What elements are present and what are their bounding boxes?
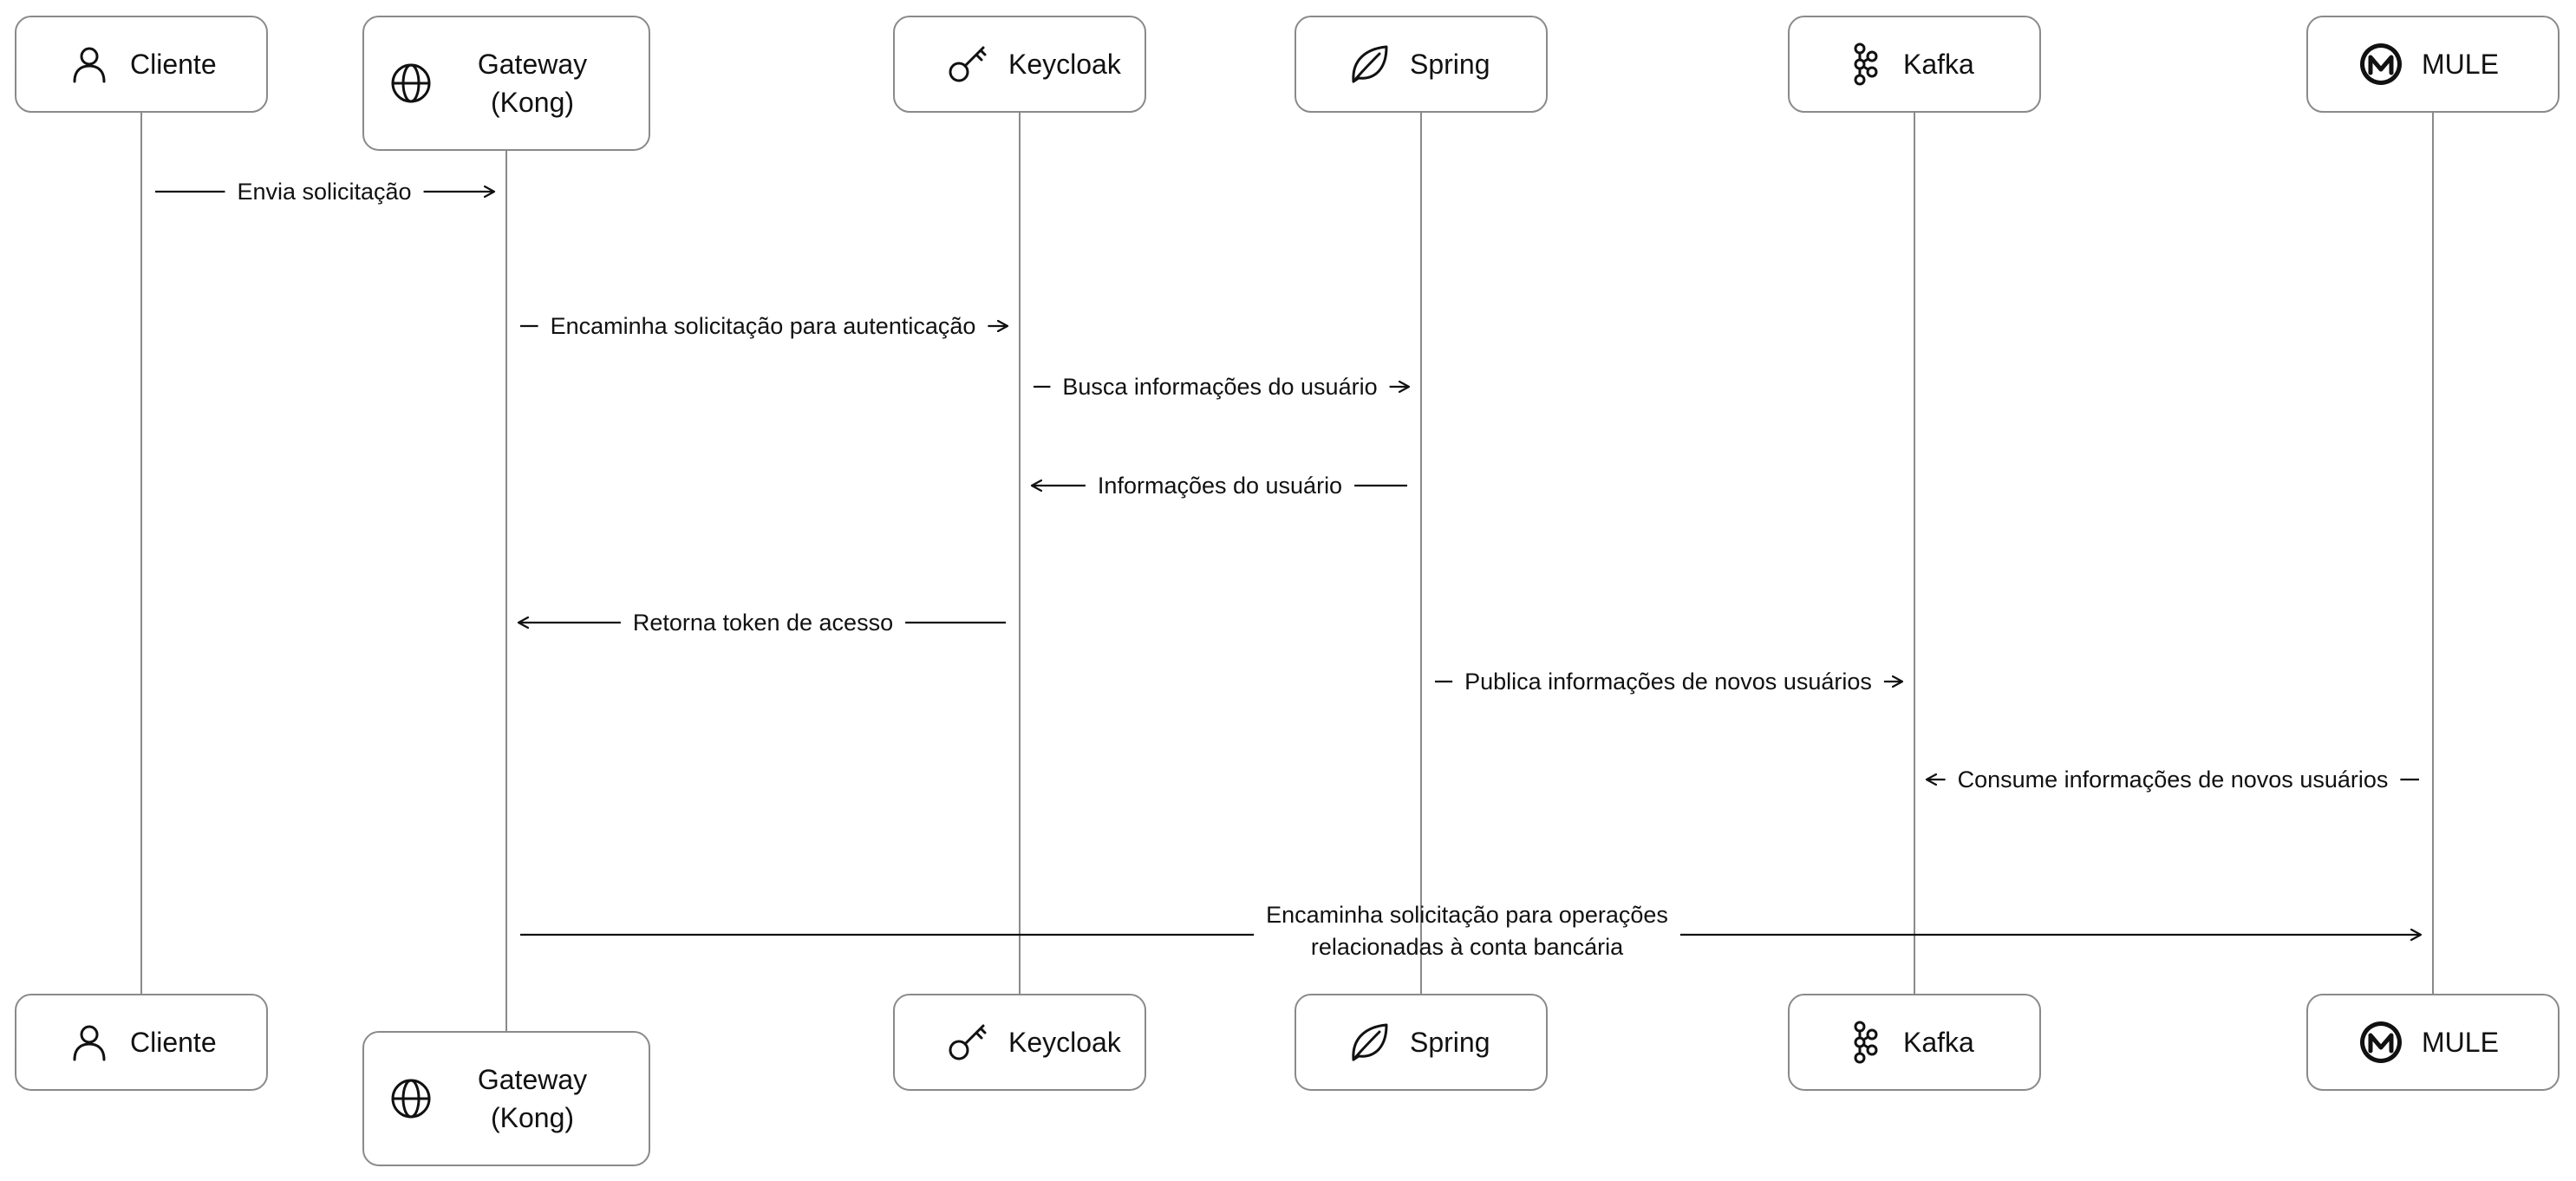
participant-kafka-bottom: Kafka (1788, 994, 2041, 1091)
participant-gateway-label: Gateway (478, 1064, 587, 1095)
participant-gateway-label: (Kong) (491, 1102, 574, 1133)
participant-spring-label: Spring (1410, 49, 1490, 80)
key-icon (949, 46, 987, 82)
message-label: Publica informações de novos usuários (1464, 669, 1872, 695)
message-4: Informações do usuário (1032, 473, 1407, 499)
message-3: Busca informações do usuário (1034, 374, 1409, 400)
participant-mule-top: MULE (2306, 16, 2560, 113)
leaf-icon (1352, 45, 1388, 83)
participant-keycloak-bottom: Keycloak (893, 994, 1146, 1091)
participant-kafka-label: Kafka (1903, 1027, 1974, 1058)
participant-cliente-bottom: Cliente (15, 994, 268, 1091)
participant-spring-label: Spring (1410, 1027, 1490, 1058)
participant-spring-bottom: Spring (1295, 994, 1548, 1091)
kafka-icon (1854, 1021, 1878, 1064)
leaf-icon (1352, 1023, 1388, 1061)
message-8: Encaminha solicitação para operações rela… (520, 902, 2421, 960)
participant-keycloak-top: Keycloak (893, 16, 1146, 113)
message-7: Consume informações de novos usuários (1927, 767, 2419, 793)
message-label: Consume informações de novos usuários (1958, 767, 2389, 793)
participant-keycloak-label: Keycloak (1008, 49, 1122, 80)
kafka-icon (1854, 42, 1878, 86)
message-label: Retorna token de acesso (633, 610, 893, 636)
participant-gateway-top: Gateway (Kong) (362, 16, 650, 151)
participant-gateway-bottom: Gateway (Kong) (362, 1031, 650, 1166)
message-1: Envia solicitação (155, 179, 494, 205)
message-label: relacionadas à conta bancária (1311, 934, 1624, 960)
message-label: Encaminha solicitação para autenticação (551, 313, 976, 339)
mulesoft-icon (2360, 1021, 2402, 1063)
user-icon (73, 47, 106, 83)
participant-kafka-label: Kafka (1903, 49, 1974, 80)
message-label: Informações do usuário (1098, 473, 1342, 499)
participant-spring-top: Spring (1295, 16, 1548, 113)
participant-keycloak-label: Keycloak (1008, 1027, 1122, 1058)
key-icon (949, 1024, 987, 1060)
participant-cliente-label: Cliente (130, 1027, 217, 1058)
message-2: Encaminha solicitação para autenticação (520, 313, 1008, 339)
mulesoft-icon (2360, 43, 2402, 85)
message-5: Retorna token de acesso (518, 610, 1006, 636)
globe-icon (391, 63, 431, 103)
participant-cliente-label: Cliente (130, 49, 217, 80)
participant-mule-bottom: MULE (2306, 994, 2560, 1091)
participant-kafka-top: Kafka (1788, 16, 2041, 113)
participant-mule-label: MULE (2422, 1027, 2499, 1058)
participant-gateway-label: Gateway (478, 49, 587, 80)
participant-gateway-label: (Kong) (491, 87, 574, 118)
globe-icon (391, 1079, 431, 1119)
message-label: Encaminha solicitação para operações (1266, 902, 1668, 928)
message-6: Publica informações de novos usuários (1435, 669, 1902, 695)
message-label: Busca informações do usuário (1062, 374, 1377, 400)
participant-cliente-top: Cliente (15, 16, 268, 113)
participant-mule-label: MULE (2422, 49, 2499, 80)
message-label: Envia solicitação (237, 179, 411, 205)
user-icon (73, 1025, 106, 1061)
